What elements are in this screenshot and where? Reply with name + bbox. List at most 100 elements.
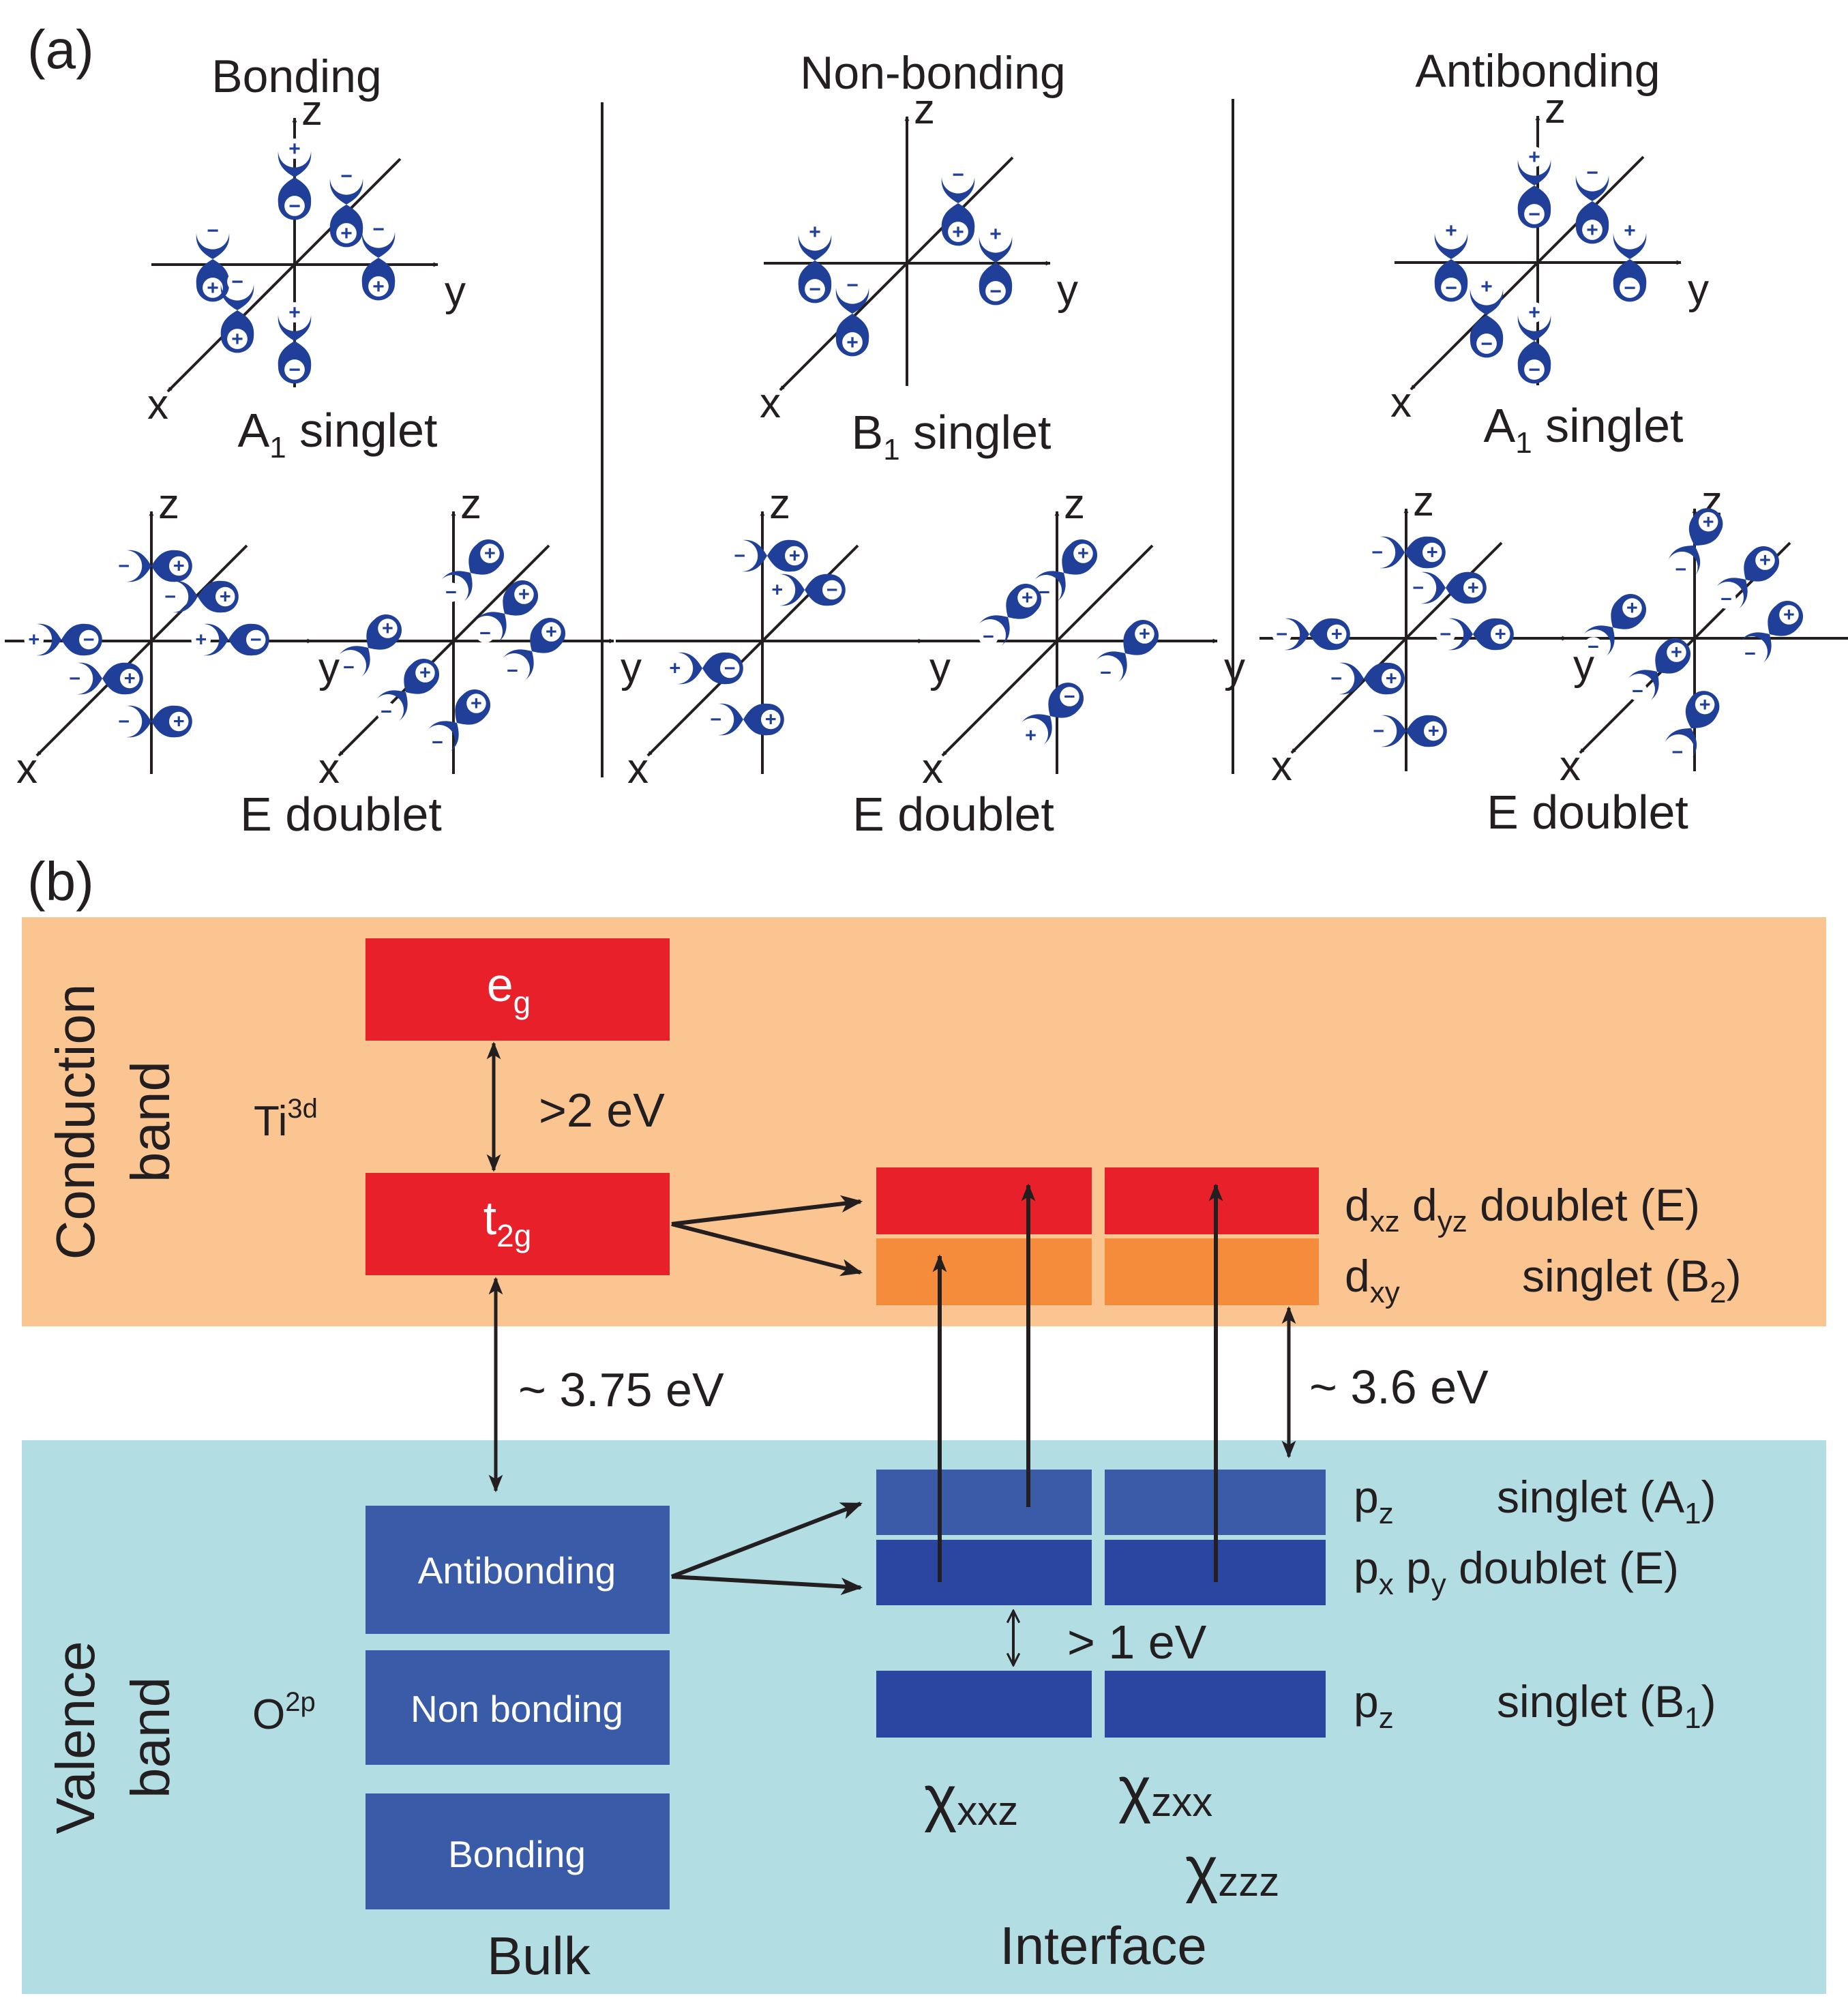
orbital-lobe-pair: +− [1517,301,1551,384]
non-bonding-level-label: Non bonding [411,1688,623,1730]
orbital-sign: + [789,546,801,567]
singlet-label-non-bonding: B1 singlet [852,406,1052,466]
plus-sign-icon [1476,276,1497,297]
orbital-lobe-pair: −+ [114,705,192,738]
orbital-sign: − [809,278,821,301]
minus-sign-icon [1441,278,1461,298]
minus-sign-icon [227,271,248,292]
interface-dxy-level-right [1105,1238,1319,1305]
orbital-lobe-pair: −+ [1628,638,1691,702]
minus-sign-icon [1435,624,1456,644]
orbital-lobe-pair: +− [1470,275,1504,358]
gap-label-bulk: ~ 3.75 eV [518,1363,724,1416]
orbital-lobe [77,662,102,695]
axes-antibonding-e2: yzx−+−+−+−+−+−+ [1548,478,1848,790]
plus-sign-icon [1422,542,1442,563]
orbital-sign: − [231,271,243,293]
orbital-sign: + [231,328,243,351]
minus-sign-icon [1326,668,1347,689]
x-axis-line [1410,155,1645,391]
orbital-sign: + [419,662,431,684]
orbital-sign: + [1703,511,1714,533]
orbital-sign: + [288,301,301,324]
z-axis-label: z [1545,85,1566,132]
o-2p-label: O2p [252,1687,316,1738]
level-label-dxz-dyz: dxz dyz doublet (E) [1345,1180,1700,1238]
orbital-sign: − [1671,742,1683,764]
orbital-sign: + [173,711,185,733]
orbital-lobe-pair: −+ [1665,691,1720,764]
minus-sign-icon [65,668,85,689]
orbital-lobe [329,178,363,205]
orbital-lobe-pair: +− [1517,146,1551,228]
axes-bonding-e1: yzx−+−++−+−−+−+ [5,481,340,792]
plus-sign-icon [415,663,435,683]
orbital-sign: − [1100,662,1112,684]
level-label-pxpy: px py doublet (E) [1354,1543,1679,1601]
orbital-sign: − [83,629,95,651]
orbital-sign: + [989,223,1002,245]
orbital-sign: + [1022,587,1033,609]
orbital-lobe [475,612,507,643]
orbital-lobe [941,177,975,203]
orbital-sign: − [989,280,1002,303]
orbital-lobe-pair: −+ [1369,715,1447,747]
minus-sign-icon [1096,663,1116,683]
x-axis-line [35,544,248,757]
orbital-lobe-pair: −+ [1096,619,1159,684]
orbital-sign: − [118,711,130,733]
plus-sign-icon [119,668,140,689]
minus-sign-icon [842,275,863,295]
orbital-lobe [428,721,459,752]
orbital-lobe-pair: +− [1434,220,1468,302]
split-arrow-t2g-to-dxzdyz [671,1195,863,1226]
orbital-lobe [718,703,743,736]
x-axis-label: x [1560,743,1581,790]
orbital-sign: + [124,668,136,690]
orbital-lobe [1470,288,1504,315]
axes-antibonding-a1: yzx+−+−+−+−−++− [1390,85,1709,426]
minus-sign-icon [730,546,750,566]
orbital-lobe [126,550,151,582]
orbital-lobe [220,284,254,310]
plus-sign-icon [168,556,189,576]
orbital-sign: − [983,626,994,648]
t2g-level-label: t2g [483,1191,532,1253]
x-axis-label: x [1390,379,1412,426]
orbital-lobe-pair: −+ [1326,662,1405,695]
orbital-sign: + [1759,550,1771,571]
orbital-lobe-pair: −+ [1272,618,1350,651]
orbital-sign: − [69,668,80,690]
interface-pz-b1-level-right [1105,1671,1326,1738]
y-axis-label: y [445,268,466,315]
orbital-lobe-pair: −+ [1668,508,1723,581]
z-axis-label: z [158,481,179,528]
z-axis-label: z [769,481,790,528]
orbital-lobe [36,623,61,656]
y-axis-label: y [318,644,340,691]
gap-label-eg-t2g: >2 eV [539,1084,665,1137]
plus-sign-icon [1490,624,1510,644]
panel-a: (a) Bonding Non-bonding Antibonding A1 s… [5,19,1848,841]
orbital-sign: + [484,543,496,565]
orbital-lobe-pair: −+ [376,658,440,723]
orbital-lobe [376,690,408,721]
orbital-lobe-pair: −+ [1716,546,1780,610]
t2g-level [366,1173,670,1275]
plus-sign-icon [227,329,248,349]
interface-pz-a1-level-left [876,1470,1092,1535]
orbital-lobe-pair: −+ [196,220,230,302]
level-label-dxy-orbital: dxy [1345,1251,1400,1309]
orbital-lobe [1575,175,1609,201]
bulk-caption: Bulk [487,1926,591,1986]
orbital-lobe [1740,632,1772,664]
x-axis-line [941,544,1154,757]
orbital-sign: − [724,658,736,680]
orbital-lobe [979,236,1013,263]
z-axis-label: z [301,87,323,134]
orbital-sign: − [1440,624,1451,646]
interface-pz-b1-level-left [876,1671,1092,1738]
orbital-lobe [1284,618,1309,651]
